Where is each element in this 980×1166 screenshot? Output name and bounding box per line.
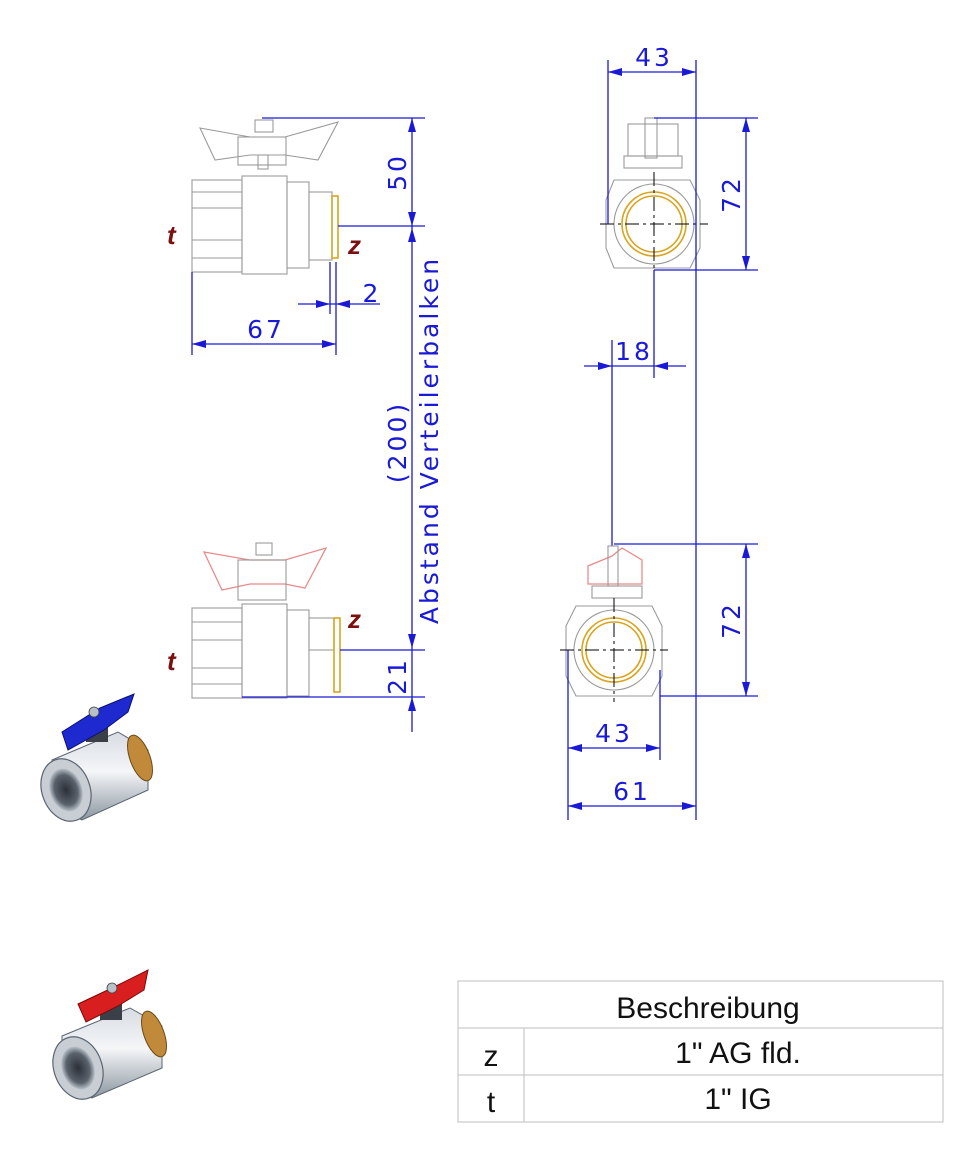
dim-front-width-61: 61 xyxy=(613,777,651,806)
dim-front-bottom: 72 43 61 xyxy=(567,543,758,820)
dim-front-height-72-top: 72 xyxy=(717,175,746,213)
dim-offset-2: 2 xyxy=(363,279,382,308)
dim-front-width-43-top: 43 xyxy=(635,43,673,72)
dim-front-offset: 18 xyxy=(584,270,686,546)
dim-side-top: 50 67 2 xyxy=(191,117,425,355)
callout-z-top: z xyxy=(347,230,361,260)
dim-distance-value: (200) xyxy=(383,401,412,483)
valve-3d-blue xyxy=(40,693,153,822)
dim-distance-label: Abstand Verteilerbalken xyxy=(415,256,444,624)
dim-front-width-43-bottom: 43 xyxy=(595,719,633,748)
table-header: Beschreibung xyxy=(616,992,799,1025)
front-view-bottom-valve xyxy=(560,545,668,702)
butterfly-handle-bottom xyxy=(202,546,328,591)
valve-3d-red xyxy=(52,969,167,1100)
dim-height-21: 21 xyxy=(383,657,412,695)
dim-height-50: 50 xyxy=(383,153,412,191)
dim-side-bottom: 21 xyxy=(242,649,425,732)
callout-t-top: t xyxy=(167,220,177,250)
dim-front-offset-18: 18 xyxy=(615,337,653,366)
side-view-bottom-valve xyxy=(191,542,341,699)
callout-t-bottom: t xyxy=(167,646,177,676)
dim-front-height-72-bottom: 72 xyxy=(717,601,746,639)
callout-z-bottom: z xyxy=(347,604,361,634)
side-view-top-valve xyxy=(191,119,340,275)
dim-width-67: 67 xyxy=(247,315,285,344)
front-view-top-valve xyxy=(600,117,708,276)
dim-front-top: 43 72 xyxy=(607,43,758,820)
description-table: Beschreibung z 1" AG fld. t 1" IG xyxy=(457,980,944,1123)
table-row-z-value: 1" AG fld. xyxy=(675,1037,801,1070)
table-row-t-key: t xyxy=(487,1086,496,1119)
butterfly-handle-top xyxy=(199,121,340,161)
table-row-z-key: z xyxy=(484,1040,499,1073)
dim-distance-bar: (200) Abstand Verteilerbalken xyxy=(383,226,444,650)
table-row-t-value: 1" IG xyxy=(704,1083,771,1116)
